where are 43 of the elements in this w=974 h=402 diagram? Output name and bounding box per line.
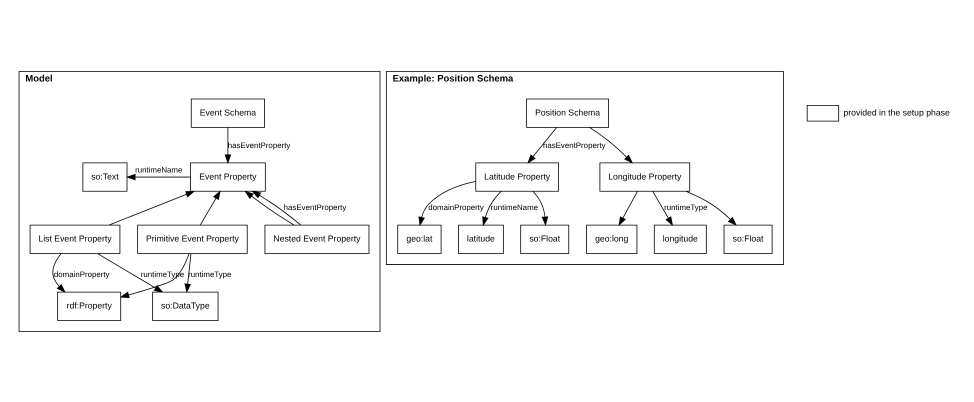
node-box: Event Property [190, 162, 266, 192]
arrow [532, 190, 548, 226]
edge-label: runtimeName [490, 202, 538, 212]
arrow [418, 180, 476, 226]
arrow [652, 190, 674, 226]
node-box: rdf:Property [57, 291, 122, 320]
edge-label: runtimeType [664, 202, 708, 212]
node-box: so:DataType [152, 291, 218, 320]
arrow [244, 190, 294, 225]
node-box: so:Float [724, 224, 772, 254]
node-box: longitude [654, 224, 707, 254]
arrow [184, 252, 192, 293]
arrow [52, 252, 66, 292]
arrow [108, 190, 196, 226]
arrow [120, 252, 190, 298]
arrow [126, 173, 191, 180]
node-box: Position Schema [526, 98, 609, 128]
arrow [618, 190, 638, 226]
arrow [252, 190, 302, 226]
edge-label: hasEventProperty [542, 140, 606, 150]
node-box: Latitude Property [475, 162, 559, 192]
arrow [200, 190, 221, 226]
node-box: Event Schema [190, 98, 265, 128]
edge-label: domainProperty [428, 202, 484, 212]
arrow [686, 190, 737, 226]
node-box: so:Float [520, 224, 570, 254]
node-box: List Event Property [30, 224, 120, 254]
arrow [224, 126, 232, 164]
arrow [589, 126, 634, 164]
legend-label: provided in the setup phase [843, 106, 950, 117]
node-box: geo:long [586, 224, 638, 254]
node-box: Primitive Event Property [137, 224, 248, 254]
edge-label: hasEventProperty [284, 202, 346, 212]
edge-label: runtimeName [135, 164, 182, 174]
arrow [527, 126, 558, 164]
node-box: geo:lat [397, 224, 442, 254]
arrow [97, 252, 164, 292]
edge-label: domainProperty [54, 270, 110, 279]
arrow [482, 190, 502, 226]
node-box: latitude [458, 224, 504, 254]
node-box: so:Text [82, 162, 128, 192]
node-box: Nested Event Property [264, 224, 370, 254]
node-box: Longitude Property [600, 162, 690, 192]
